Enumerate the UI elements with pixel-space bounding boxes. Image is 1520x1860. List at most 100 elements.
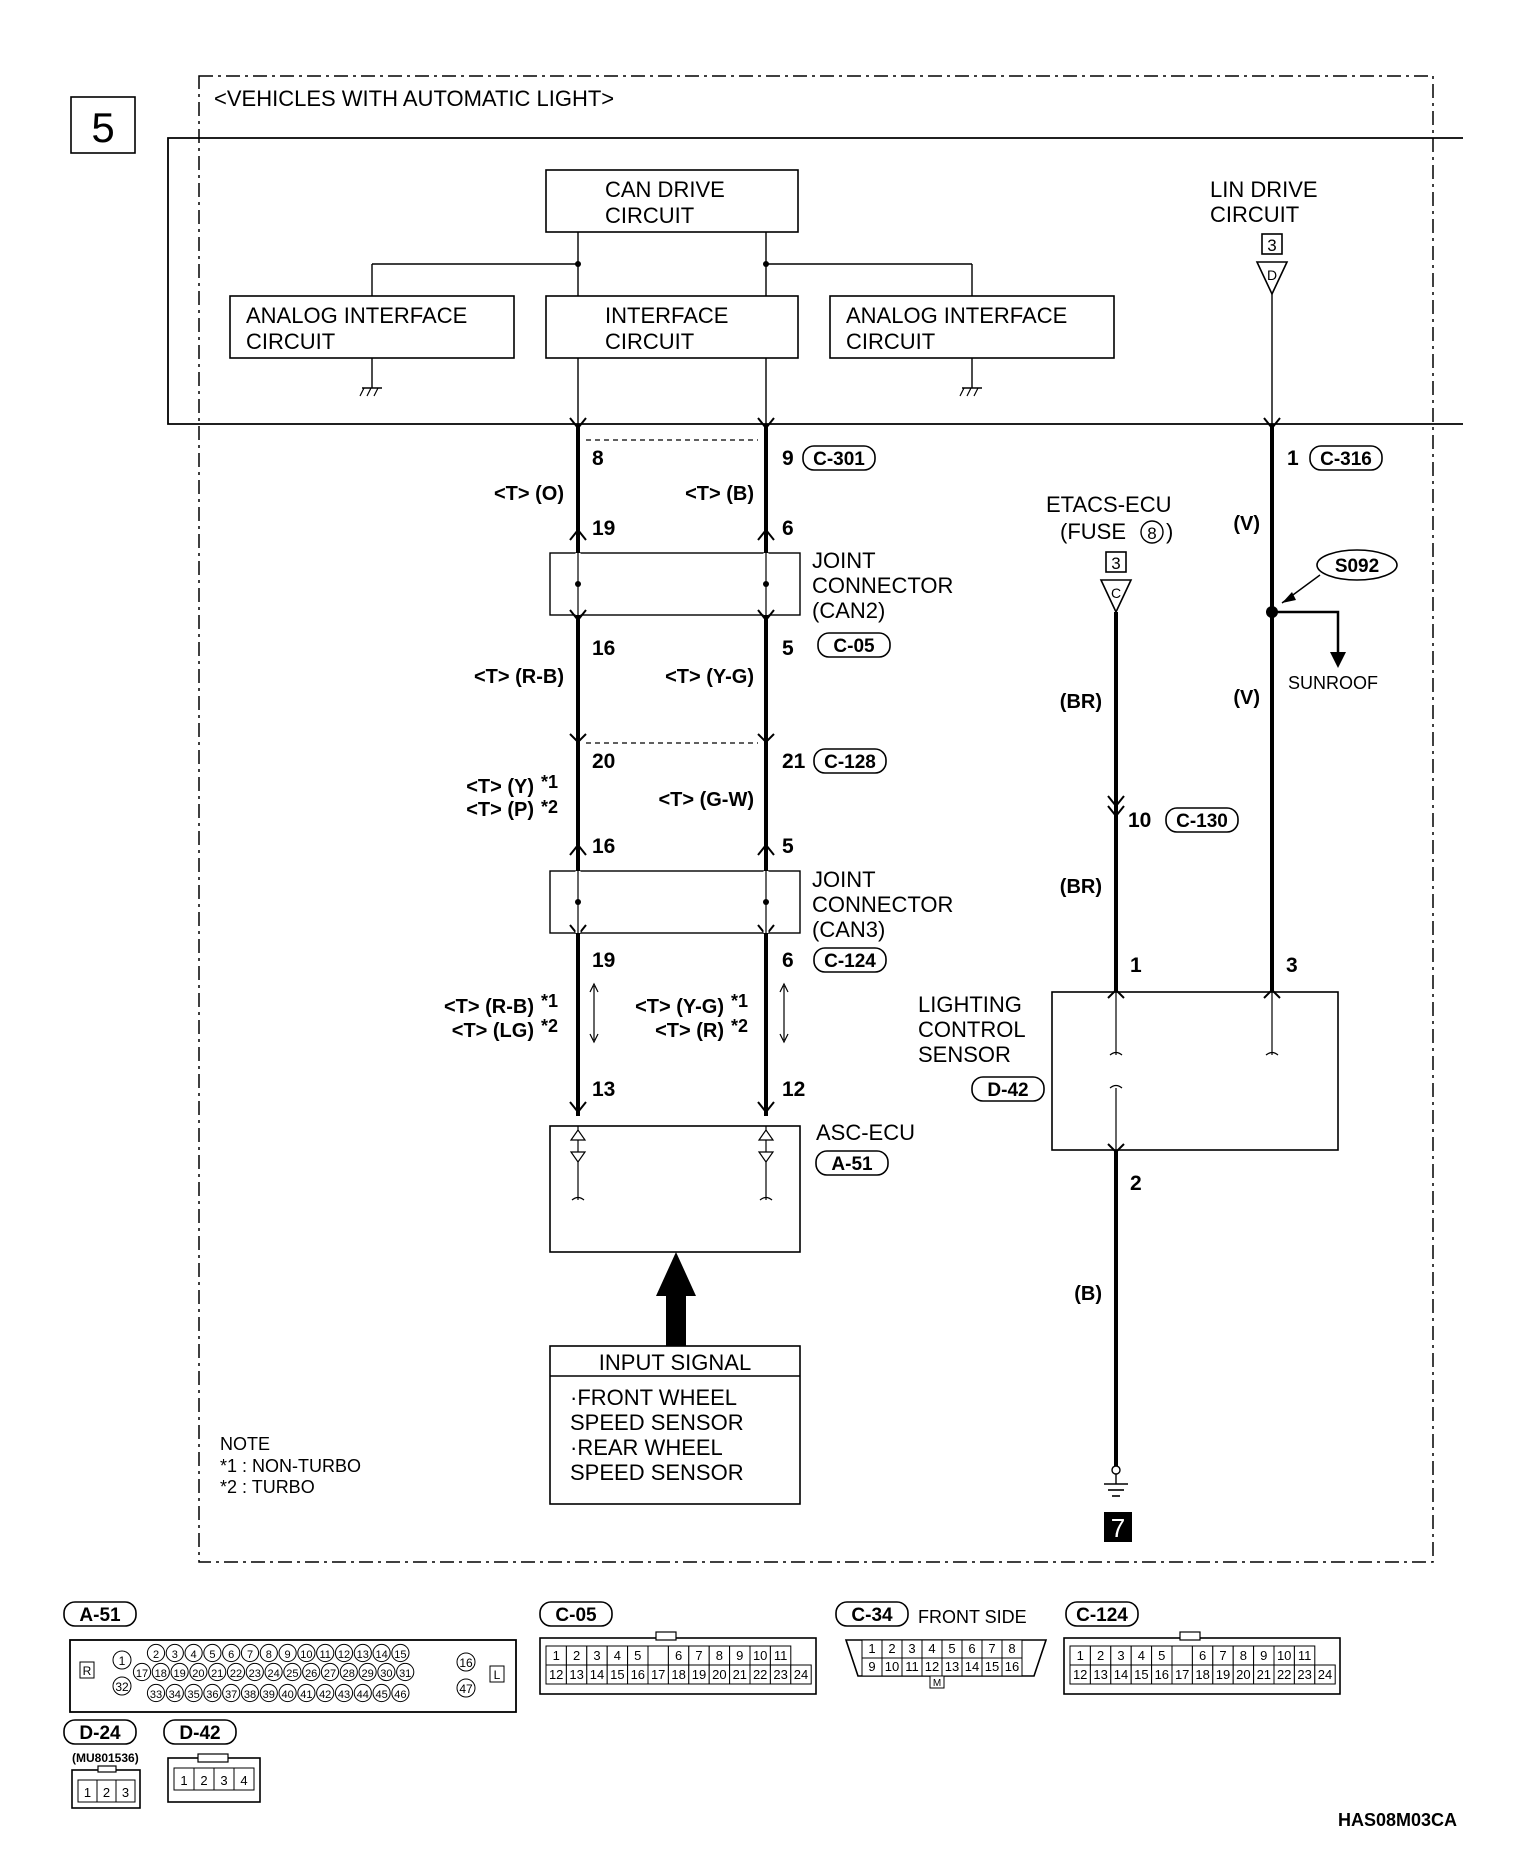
pin-a51-27 <box>320 1662 340 1682</box>
pin-a51-42 <box>316 1683 335 1703</box>
svg-text:<T> (LG): <T> (LG) <box>452 1020 534 1042</box>
c05-pin-label: 4 <box>614 1648 621 1663</box>
svg-text:A-51: A-51 <box>79 1605 121 1626</box>
section-title: <VEHICLES WITH AUTOMATIC LIGHT> <box>214 86 614 111</box>
svg-text:(MU801536): (MU801536) <box>72 1751 139 1765</box>
svg-text:ETACS-ECU: ETACS-ECU <box>1046 492 1172 517</box>
figure-id: HAS08M03CA <box>1338 1810 1457 1830</box>
badge-a51: A-51 <box>815 1150 889 1176</box>
pin-a51-11 <box>316 1643 335 1663</box>
svg-text:(CAN3): (CAN3) <box>812 917 885 942</box>
svg-text:CONTROL: CONTROL <box>918 1017 1026 1042</box>
pin-a51-29 <box>358 1662 377 1682</box>
c34-pin-label: 10 <box>885 1659 899 1674</box>
c34-pin-label: 8 <box>1008 1641 1015 1656</box>
svg-text:ASC-ECU: ASC-ECU <box>816 1120 915 1145</box>
pin-a51-label: 43 <box>338 1689 350 1701</box>
svg-text:C-128: C-128 <box>824 752 876 773</box>
d24-pin-label: 3 <box>122 1785 129 1800</box>
lin-wire: SUNROOF <box>1266 424 1378 992</box>
svg-text:·FRONT WHEEL: ·FRONT WHEEL <box>570 1385 737 1410</box>
svg-text:(CAN2): (CAN2) <box>812 598 885 623</box>
pin-a51-39 <box>259 1683 278 1703</box>
svg-text:1: 1 <box>1130 954 1142 977</box>
svg-text:D-42: D-42 <box>179 1723 220 1744</box>
pin-a51-label: 13 <box>357 1649 369 1661</box>
c34-pin <box>1001 1657 1023 1677</box>
c05-pin-label: 8 <box>716 1648 723 1663</box>
c05-pin-label: 16 <box>631 1667 645 1682</box>
pin-a51-33 <box>146 1683 166 1703</box>
pin-a51-label: 4 <box>191 1649 197 1661</box>
badge-c128: C-128 <box>813 748 887 774</box>
c34-pin-label: 11 <box>905 1659 919 1674</box>
pin-a51-38 <box>240 1683 260 1703</box>
pin-a51-24 <box>264 1662 283 1682</box>
d42-pin-label: 4 <box>240 1773 247 1788</box>
pin-a51-label: 11 <box>319 1649 330 1661</box>
pin-a51-label: 15 <box>394 1649 406 1661</box>
c124-pin-label: 24 <box>1318 1667 1332 1682</box>
c34-pin-label: 16 <box>1005 1659 1019 1674</box>
svg-text:CIRCUIT: CIRCUIT <box>605 203 694 228</box>
svg-text:8: 8 <box>1147 524 1156 543</box>
svg-text:<T> (R): <T> (R) <box>655 1020 724 1042</box>
c124-pin-label: 21 <box>1257 1667 1271 1682</box>
svg-text:(V): (V) <box>1233 687 1260 709</box>
pin-a51-label: 25 <box>286 1668 298 1680</box>
pin-a51-label: 22 <box>230 1668 242 1680</box>
pin-a51-28 <box>339 1662 358 1682</box>
c05-pin <box>790 1664 812 1685</box>
svg-text:7: 7 <box>1111 1513 1125 1543</box>
c124-latch <box>1179 1631 1201 1641</box>
pin-a51-41 <box>297 1683 316 1703</box>
svg-text:C-301: C-301 <box>813 449 865 470</box>
etacs-wire <box>1107 612 1125 992</box>
svg-text:1: 1 <box>119 1654 126 1668</box>
svg-text:<T> (R-B): <T> (R-B) <box>474 666 564 688</box>
pin-a51-label: 14 <box>375 1649 387 1661</box>
c124-pin-label: 14 <box>1114 1667 1128 1682</box>
pin-a51-label: 26 <box>305 1668 317 1680</box>
svg-text:3: 3 <box>1267 236 1276 255</box>
svg-text:*1: *1 <box>541 991 558 1011</box>
c124-pin-label: 19 <box>1216 1667 1230 1682</box>
pin-a51-14 <box>372 1643 391 1663</box>
pin-a51-31 <box>396 1662 415 1682</box>
input-signal-arrow <box>656 1252 696 1346</box>
pin-a51-12 <box>334 1643 354 1663</box>
c34-pin-label: 12 <box>925 1659 939 1674</box>
svg-text:6: 6 <box>782 949 794 972</box>
pin-a51-36 <box>203 1683 222 1703</box>
pin-a51-label: 41 <box>300 1689 312 1701</box>
c34-key-label: M <box>933 1678 941 1689</box>
pin-a51-30 <box>377 1662 396 1682</box>
ground-wire <box>1104 1150 1128 1497</box>
pin-a51-label: 21 <box>211 1668 223 1680</box>
svg-text:*2 : TURBO: *2 : TURBO <box>220 1477 315 1497</box>
c05-pin-label: 5 <box>634 1648 641 1663</box>
badge-c316: C-316 <box>1309 445 1383 471</box>
svg-text:R: R <box>83 1664 92 1678</box>
pin-a51-26 <box>302 1662 321 1682</box>
c124-pin-label: 18 <box>1195 1667 1209 1682</box>
c05-pin-label: 14 <box>590 1667 604 1682</box>
pin-a51-23 <box>245 1662 264 1682</box>
pin-a51-label: 36 <box>206 1689 218 1701</box>
svg-text:<T> (G-W): <T> (G-W) <box>658 789 754 811</box>
svg-text:<T> (O): <T> (O) <box>494 483 564 505</box>
pin-a51-label: 40 <box>281 1689 293 1701</box>
pin-a51-10 <box>297 1643 316 1663</box>
svg-text:FRONT SIDE: FRONT SIDE <box>918 1607 1027 1627</box>
svg-text:SPEED SENSOR: SPEED SENSOR <box>570 1460 744 1485</box>
pin-a51-46 <box>391 1683 410 1703</box>
joint-connector-can2: JOINT CONNECTOR (CAN2) <box>549 548 953 623</box>
c34-pin-label: 5 <box>948 1641 955 1656</box>
badge-c05: C-05 <box>817 632 891 658</box>
svg-text:CONNECTOR: CONNECTOR <box>812 573 953 598</box>
svg-text:(B): (B) <box>1074 1283 1102 1305</box>
pin-a51-label: 38 <box>244 1689 256 1701</box>
svg-text:2: 2 <box>1130 1172 1142 1195</box>
c05-pin-label: 9 <box>736 1648 743 1663</box>
